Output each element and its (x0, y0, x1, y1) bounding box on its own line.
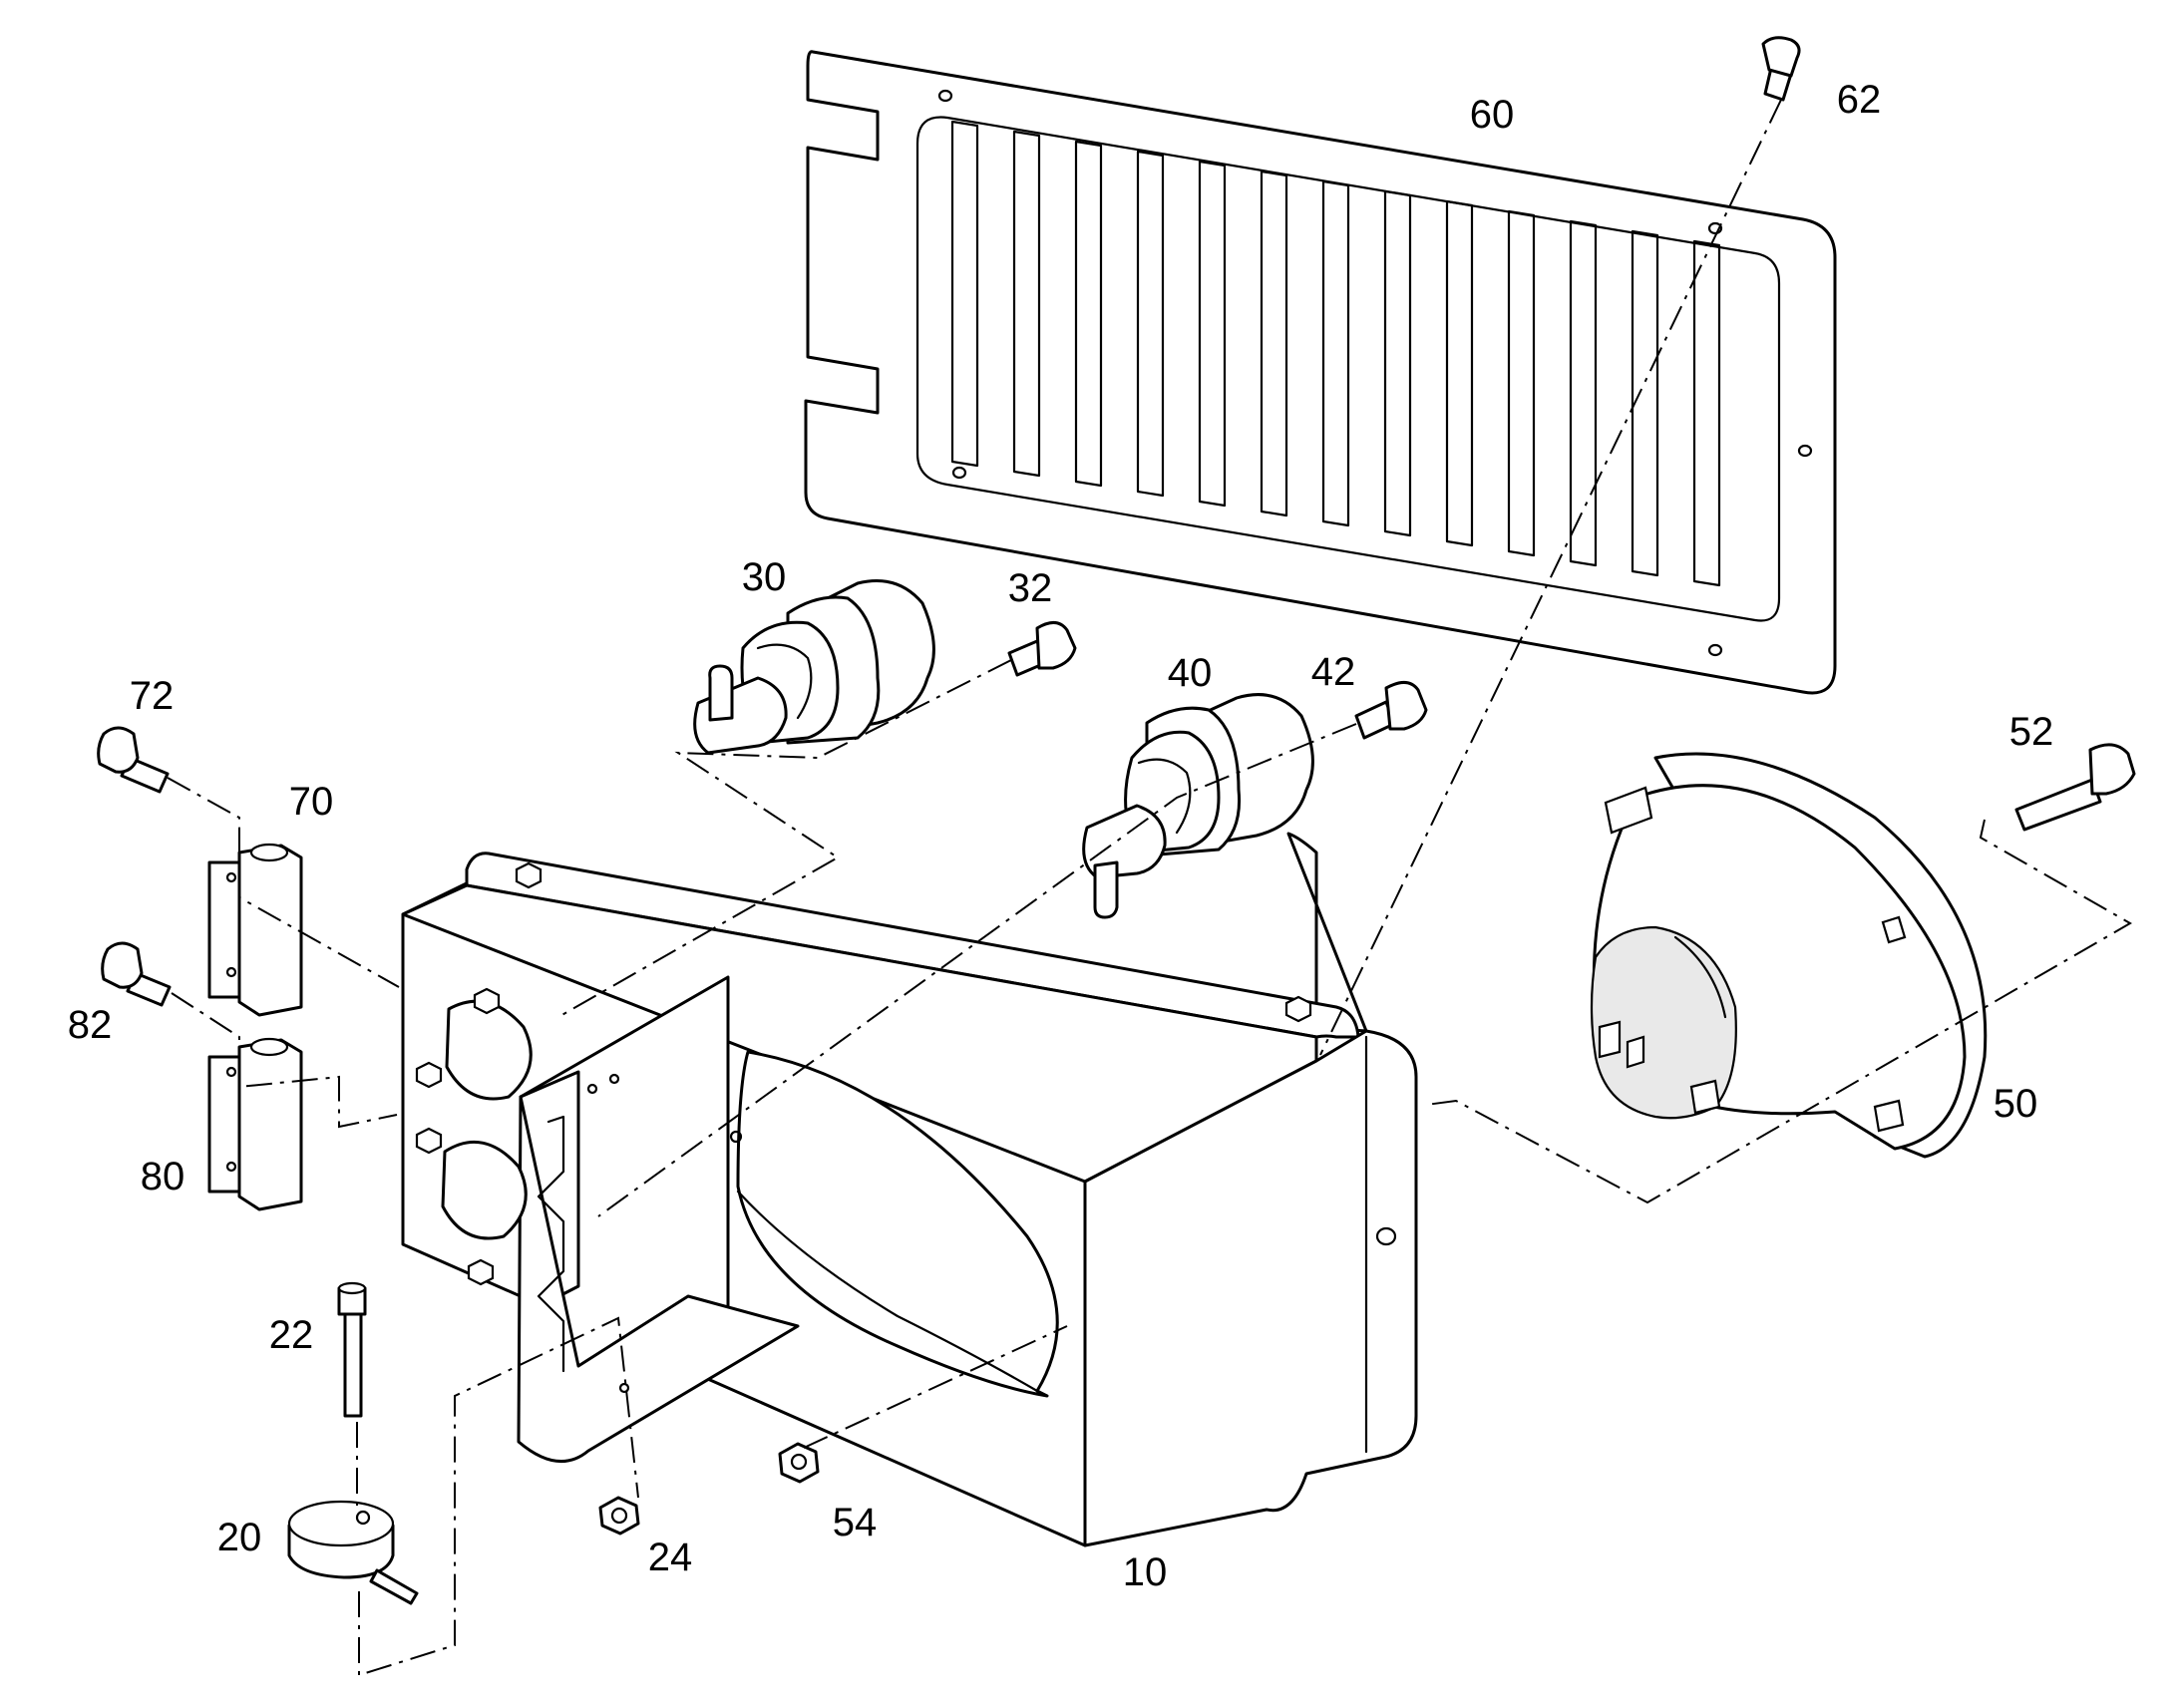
hinge-80 (207, 1037, 303, 1211)
callout-72: 72 (130, 674, 175, 718)
callout-54: 54 (833, 1501, 878, 1544)
callout-80: 80 (141, 1155, 185, 1198)
headlamp-clip (1604, 786, 1653, 835)
callout-30: 30 (742, 555, 787, 599)
callout-70: 70 (289, 780, 334, 824)
housing-nut (515, 861, 543, 889)
mount-20 (287, 1500, 419, 1605)
callout-40: 40 (1168, 651, 1213, 695)
callout-32: 32 (1008, 566, 1053, 610)
bolt-22 (337, 1281, 367, 1418)
bracket-hole (608, 1073, 620, 1085)
headlamp-connector (1689, 1079, 1721, 1115)
headlamp-clip (1881, 915, 1907, 944)
headlamp-terminal (1598, 1020, 1622, 1059)
callout-22: 22 (269, 1313, 314, 1357)
grille-hole (951, 466, 967, 480)
callout-24: 24 (648, 1536, 693, 1579)
callout-62: 62 (1837, 78, 1882, 122)
housing-hole (729, 1130, 743, 1144)
screw-42 (1354, 681, 1428, 740)
callout-82: 82 (68, 1003, 113, 1047)
callout-20: 20 (217, 1516, 262, 1559)
grille-louvers (950, 120, 1721, 587)
headlamp-terminal (1626, 1035, 1645, 1069)
hinge-70 (207, 843, 303, 1017)
nut-54 (778, 1442, 820, 1484)
lamp-socket-30 (693, 579, 935, 755)
assembly-lines (167, 99, 2133, 1677)
bracket-hole (618, 1382, 630, 1394)
grille-panel (804, 50, 1837, 695)
nut-24 (598, 1496, 640, 1536)
callout-60: 60 (1470, 93, 1515, 137)
screw-82 (101, 941, 172, 1007)
screw-72 (97, 726, 170, 794)
housing-nut (467, 1258, 495, 1286)
housing-nut (473, 987, 501, 1015)
lamp-housing (401, 832, 1418, 1547)
housing-nut (415, 1061, 443, 1089)
screw-52 (2014, 743, 2136, 832)
callout-52: 52 (2009, 710, 2054, 754)
screw-62 (1761, 36, 1801, 102)
screw-32 (1007, 621, 1077, 677)
callout-10: 10 (1123, 1550, 1168, 1594)
housing-nut (1284, 995, 1312, 1023)
grille-hole (937, 89, 953, 103)
callout-50: 50 (1994, 1082, 2038, 1126)
housing-hole (1375, 1226, 1397, 1246)
grille-hole (1797, 444, 1813, 458)
lamp-socket-40 (1082, 693, 1314, 919)
headlamp-clip (1873, 1099, 1905, 1133)
housing-nut (415, 1127, 443, 1155)
headlamp-50 (1590, 752, 1988, 1159)
grille-hole (1707, 643, 1723, 657)
bracket-hole (586, 1083, 598, 1095)
callout-labels: 10 20 22 24 30 32 40 42 50 52 54 60 62 7… (68, 78, 2054, 1594)
grille-hole (1707, 221, 1723, 235)
callout-42: 42 (1311, 650, 1356, 694)
